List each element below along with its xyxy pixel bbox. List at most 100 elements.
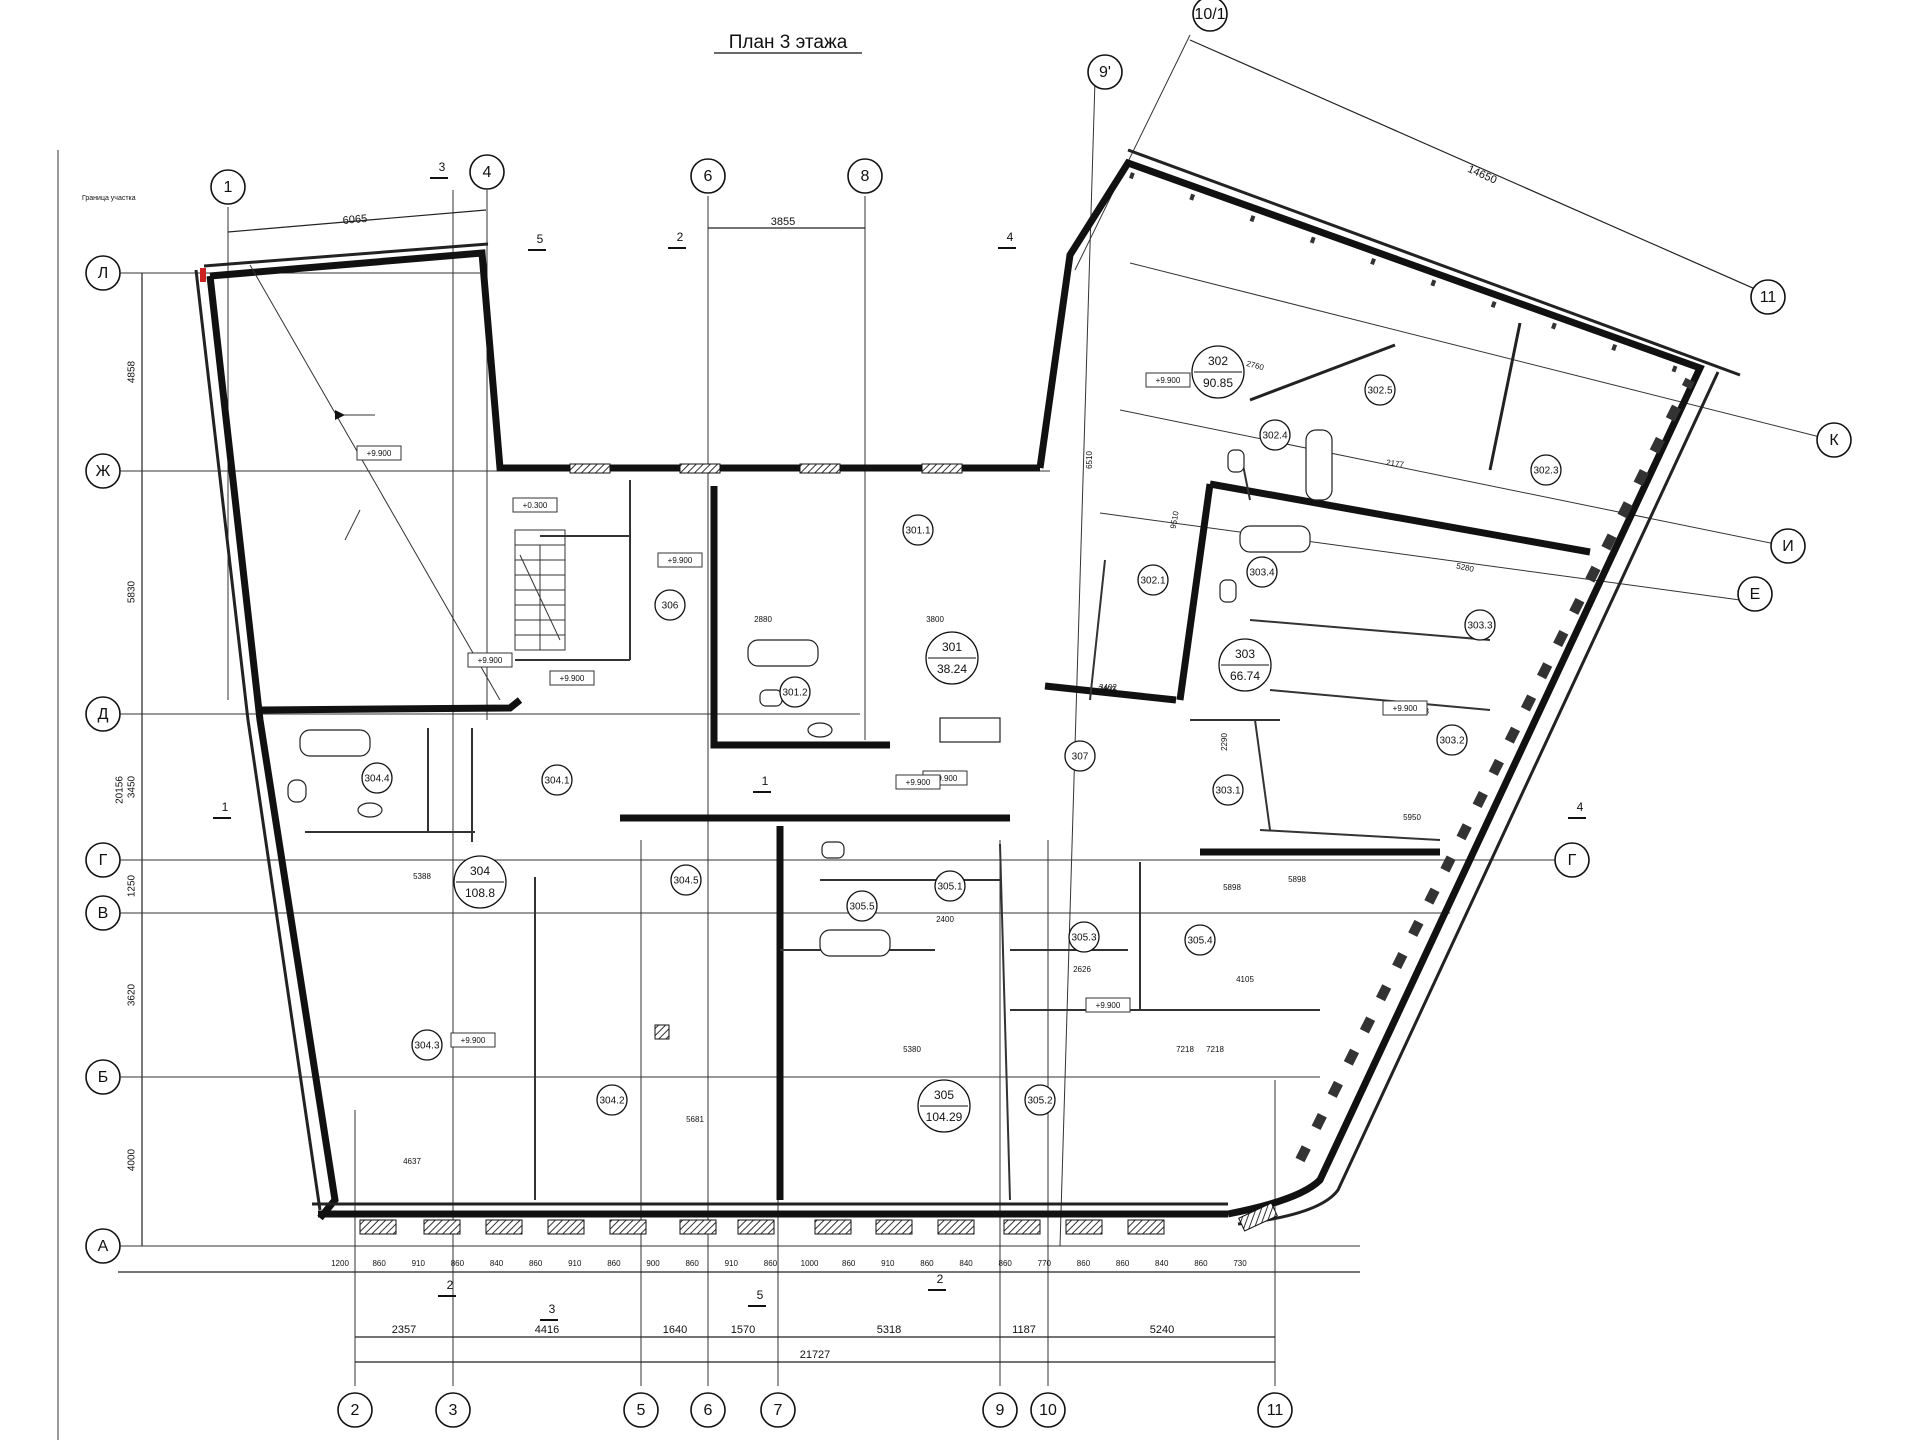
room-marker-304.4 <box>361 762 393 794</box>
dim-bottom-window-12: 1000 <box>801 1259 819 1268</box>
room-number-301.2: 301.2 <box>782 688 807 699</box>
room-number-306: 306 <box>662 601 679 612</box>
section-mark-5: 2 <box>447 1278 454 1292</box>
grid-axis-bottom-6-circle <box>1030 1392 1066 1428</box>
level-mark-box-6 <box>1145 372 1191 388</box>
grid-axis-top-0-label: 1 <box>224 179 233 196</box>
grid-axis-right-1-label: И <box>1782 538 1794 555</box>
section-mark-4: 1 <box>222 800 229 814</box>
sink-icon <box>807 722 833 738</box>
dim-bottom-window-19: 860 <box>1077 1259 1091 1268</box>
grid-axis-right-3-label: Г <box>1568 852 1577 869</box>
room-marker-303.3 <box>1464 609 1496 641</box>
dim-bottom-window-5: 860 <box>529 1259 543 1268</box>
grid-axis-bottom-6-label: 10 <box>1039 1402 1057 1419</box>
bathtub-icon <box>1305 429 1333 501</box>
room-marker-302.1 <box>1137 564 1169 596</box>
dim-interior-15: 5380 <box>903 1045 921 1054</box>
dim-bottom-window-17: 860 <box>999 1259 1013 1268</box>
grid-axis-bottom-0-circle <box>337 1392 373 1428</box>
toilet-icon <box>821 841 845 859</box>
room-marker-305.2 <box>1024 1084 1056 1116</box>
bathtub-icon <box>747 639 819 667</box>
bathtub-icon <box>939 717 1001 743</box>
dim-interior-4: 3800 <box>926 615 944 624</box>
grid-axis-bottom-7-circle <box>1257 1392 1293 1428</box>
dim-bottom-window-6: 910 <box>568 1259 582 1268</box>
dim-bottom-window-8: 900 <box>646 1259 660 1268</box>
grid-axis-bottom-2-label: 5 <box>637 1402 646 1419</box>
dim-bottom-total-5: 1187 <box>1012 1324 1036 1336</box>
grid-axis-top-5-circle <box>1192 0 1228 32</box>
level-mark-4: +9.900 <box>560 674 585 683</box>
level-mark-box-2 <box>657 552 703 568</box>
grid-axis-left-4-label: В <box>98 905 109 922</box>
dim-bottom-total-2: 1640 <box>663 1324 687 1336</box>
dim-interior-2: 5898 <box>1288 875 1306 884</box>
room-number-303: 303 <box>1235 647 1255 661</box>
dim-bottom-total-3: 1570 <box>731 1324 755 1336</box>
room-number-307: 307 <box>1072 752 1089 763</box>
room-marker-305.3 <box>1068 921 1100 953</box>
section-mark-10: 1 <box>762 774 769 788</box>
dim-interior-6: 5280 <box>1455 561 1475 574</box>
dim-top-1: 3855 <box>771 216 795 228</box>
dim-left-5: 3620 <box>127 983 138 1006</box>
dim-bottom-window-2: 910 <box>412 1259 426 1268</box>
room-area-303: 66.74 <box>1230 669 1260 683</box>
dim-bottom-window-20: 860 <box>1116 1259 1130 1268</box>
room-marker-302.5 <box>1364 374 1396 406</box>
room-marker-302.3 <box>1530 454 1562 486</box>
dim-bottom-window-11: 860 <box>764 1259 778 1268</box>
grid-axis-right-2-circle <box>1737 576 1773 612</box>
grid-axis-top-0-circle <box>210 169 246 205</box>
grid-axis-left-3-label: Г <box>99 852 108 869</box>
dim-interior-5: 3402 <box>1099 683 1117 692</box>
section-mark-1: 5 <box>537 232 544 246</box>
room-number-303.4: 303.4 <box>1249 568 1274 579</box>
level-mark-8: +9.900 <box>1393 704 1418 713</box>
room-number-302.1: 302.1 <box>1140 576 1165 587</box>
room-marker-304.2 <box>596 1084 628 1116</box>
grid-axis-bottom-5-label: 9 <box>996 1402 1005 1419</box>
sink-icon <box>357 802 383 818</box>
dim-bottom-window-9: 860 <box>685 1259 699 1268</box>
grid-axis-bottom-7-label: 11 <box>1267 1402 1284 1419</box>
dim-interior-21: 7218 <box>1206 1045 1224 1054</box>
dim-interior-1: 2177 <box>1386 458 1405 469</box>
dim-bottom-window-4: 840 <box>490 1259 504 1268</box>
grid-axis-right-2-label: Е <box>1750 586 1761 603</box>
room-number-301.1: 301.1 <box>905 526 930 537</box>
right-windows <box>1128 172 1702 1163</box>
room-marker-305.4 <box>1184 924 1216 956</box>
grid-axis-left-2-label: Д <box>98 706 109 723</box>
dim-bottom-overall: 21727 <box>800 1349 831 1361</box>
toilet-icon <box>287 779 307 803</box>
dim-bottom-total-1: 4416 <box>535 1324 559 1336</box>
interior-partitions <box>261 322 1591 1201</box>
bathtub-icon <box>1239 525 1311 553</box>
dim-left-6: 4000 <box>127 1148 138 1171</box>
dim-bottom-window-7: 860 <box>607 1259 621 1268</box>
room-marker-305.1 <box>934 870 966 902</box>
room-number-305.4: 305.4 <box>1187 936 1212 947</box>
room-marker-307 <box>1064 740 1096 772</box>
dim-top-0: 6065 <box>342 213 367 227</box>
grid-axis-top-4-circle <box>1087 54 1123 90</box>
level-mark-box-7 <box>1085 997 1131 1013</box>
grid-axis-bottom-1-label: 3 <box>449 1402 458 1419</box>
dim-left-4: 1250 <box>127 874 138 897</box>
dim-interior-22: 6510 <box>1085 451 1094 469</box>
grid-axis-bottom-3-circle <box>690 1392 726 1428</box>
grid-axis-top-3-label: 8 <box>861 168 870 185</box>
room-number-302: 302 <box>1208 354 1228 368</box>
grid-axis-right-0-circle <box>1816 422 1852 458</box>
grid-axis-bottom-1-circle <box>435 1392 471 1428</box>
dim-top-2: 14650 <box>1466 163 1499 186</box>
dim-bottom-window-15: 860 <box>920 1259 934 1268</box>
grid-axis-top-6-circle <box>1750 279 1786 315</box>
section-mark-9: 4 <box>1577 800 1584 814</box>
grid-axis-bottom-4-label: 7 <box>774 1402 783 1419</box>
grid-axis-top-4-label: 9' <box>1099 64 1111 81</box>
